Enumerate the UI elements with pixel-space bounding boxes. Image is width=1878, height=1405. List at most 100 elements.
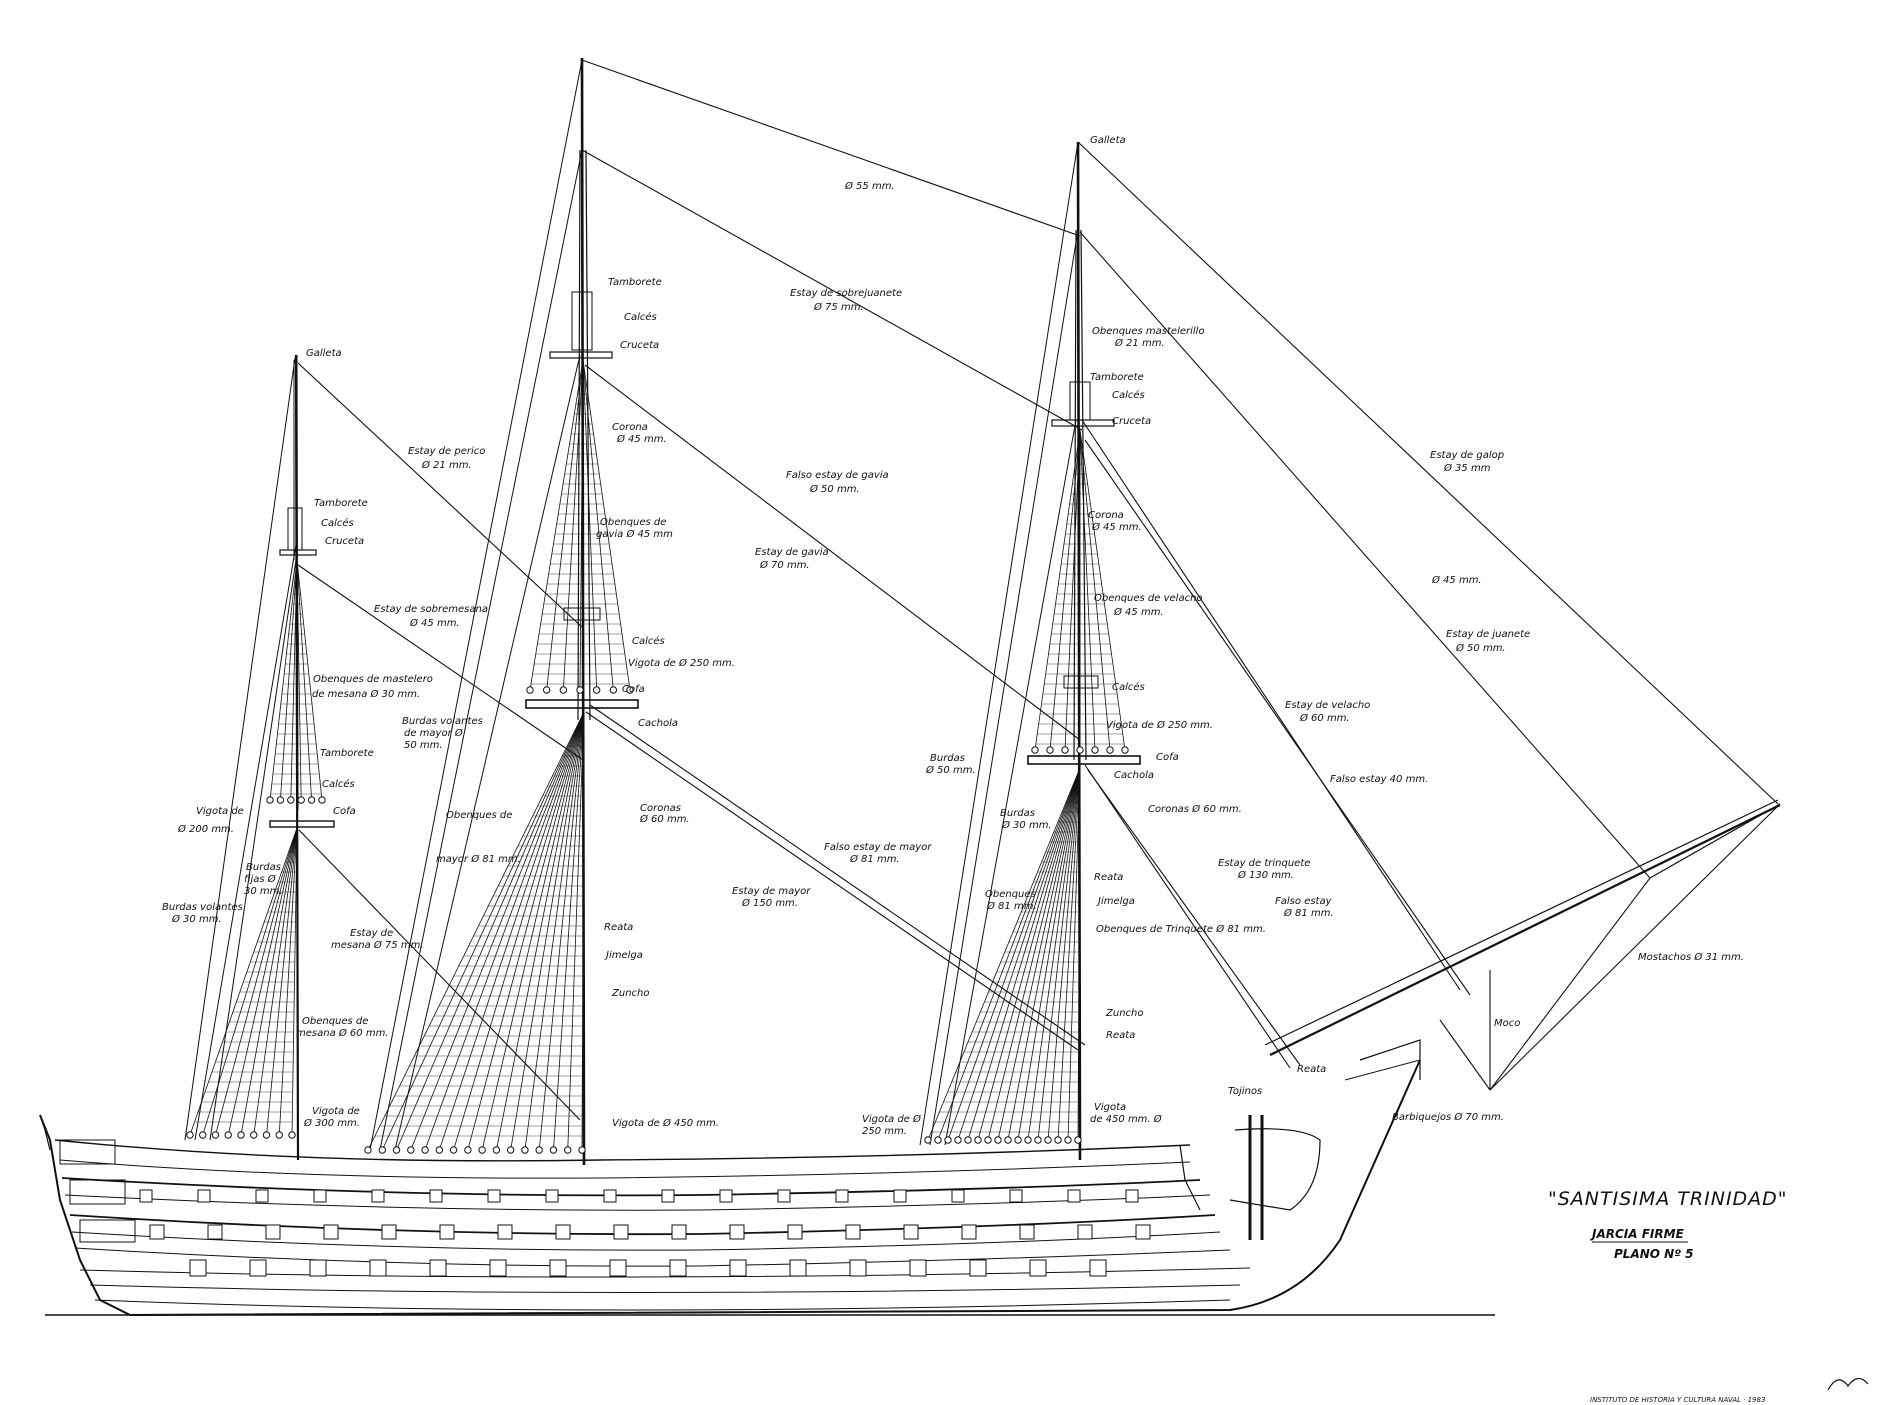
gun-port — [323, 1224, 339, 1240]
label-vigota-mesana-2: Ø 200 mm. — [177, 823, 234, 835]
label-estay-juanete-2: Ø 50 mm. — [1455, 642, 1506, 654]
gun-port — [149, 1224, 165, 1240]
deadeye — [211, 1131, 220, 1139]
gun-port — [255, 1189, 269, 1203]
plan-subtitle: JARCIA FIRME — [1590, 1227, 1685, 1241]
label-coronas-mayor-1: Coronas — [640, 803, 681, 814]
label-jimelga-mayor: Jimelga — [604, 950, 643, 961]
deadeye — [307, 796, 316, 804]
deadeye — [934, 1136, 942, 1144]
plan-number: PLANO Nº 5 — [1614, 1247, 1694, 1261]
deadeyes — [186, 686, 1129, 1154]
gun-port — [197, 1189, 211, 1203]
deadeye — [592, 686, 601, 694]
shroud-line — [947, 767, 1081, 1141]
shroud-line — [467, 711, 585, 1151]
shroud-line — [1027, 767, 1081, 1141]
shroud-line — [453, 711, 585, 1151]
gun-port — [893, 1189, 907, 1203]
label-corona-trinquete-1: Corona — [1088, 510, 1124, 521]
deadeye — [1034, 1136, 1042, 1144]
gun-port — [729, 1224, 745, 1240]
label-falso-estay-gavia-2: Ø 50 mm. — [809, 483, 860, 495]
label-vigota-trinquete-250: Vigota de Ø 250 mm. — [1106, 719, 1213, 731]
label-estay-juanete-1: Estay de juanete — [1446, 629, 1530, 640]
shroud-line — [1007, 767, 1081, 1141]
shroud-line — [1079, 429, 1111, 751]
gun-port — [1089, 1259, 1107, 1277]
gun-port — [371, 1189, 385, 1203]
label-barbiquejos: Barbiquejos Ø 70 mm. — [1392, 1111, 1504, 1123]
deadeye — [1061, 746, 1069, 754]
shroud-line — [410, 711, 585, 1151]
deadeye — [364, 1146, 372, 1154]
shroud-line — [553, 711, 585, 1151]
shroud-line — [496, 711, 585, 1151]
deadeye — [1054, 1136, 1062, 1144]
label-moco: Moco — [1494, 1018, 1520, 1029]
deadeye — [1106, 746, 1114, 754]
deadeye — [944, 1136, 952, 1144]
shroud-line — [538, 711, 585, 1151]
gun-port — [309, 1259, 327, 1277]
gun-port — [1067, 1189, 1081, 1203]
shroud-line — [579, 359, 584, 691]
shroud-line — [529, 359, 584, 691]
label-zuncho-mayor: Zuncho — [611, 988, 649, 999]
label-burdas-fijas-1: Burdas — [246, 862, 281, 873]
deadeye — [549, 1146, 558, 1154]
label-estay-galop-2: Ø 35 mm — [1443, 462, 1491, 474]
label-corona-trinquete-2: Ø 45 mm. — [1091, 521, 1142, 533]
label-tojinos: Tojinos — [1228, 1086, 1262, 1097]
shroud-line — [290, 559, 298, 801]
deadeye — [224, 1131, 232, 1139]
shroud-line — [997, 767, 1081, 1141]
backstays — [184, 59, 1079, 1151]
label-corona-mayor-1: Corona — [612, 422, 648, 433]
shroud-line — [957, 767, 1081, 1141]
gun-port — [545, 1189, 559, 1203]
shroud-line — [296, 559, 323, 801]
deadeye — [1091, 746, 1099, 754]
deadeye — [506, 1146, 515, 1154]
label-falso-estay-81-1: Falso estay — [1275, 896, 1333, 907]
shroud-line — [296, 559, 302, 801]
label-vigota-mesana-300-2: Ø 300 mm. — [303, 1117, 360, 1129]
label-reata-trinquete-low: Reata — [1106, 1030, 1135, 1041]
deadeye — [392, 1146, 401, 1154]
shrouds — [189, 359, 1126, 1151]
label-falso-estay-81-2: Ø 81 mm. — [1283, 907, 1334, 919]
label-reata-mayor: Reata — [604, 922, 633, 933]
shroud-line — [189, 827, 298, 1136]
gun-port — [1077, 1224, 1093, 1240]
label-galleta-trinquete: Galleta — [1090, 135, 1126, 146]
gun-port — [189, 1259, 207, 1277]
gun-port — [497, 1224, 513, 1240]
deadeye — [421, 1146, 429, 1154]
label-estay-velacho-1: Estay de velacho — [1285, 700, 1370, 711]
deadeye — [994, 1136, 1002, 1144]
shroud-line — [1037, 767, 1081, 1141]
deadeye — [1044, 1136, 1052, 1144]
shroud-line — [424, 711, 585, 1151]
label-tamborete-mesana-low: Tamborete — [320, 748, 374, 759]
deadeye — [964, 1136, 972, 1144]
deadeye — [237, 1131, 245, 1139]
gun-port — [969, 1259, 987, 1277]
gun-port — [429, 1259, 447, 1277]
label-obenques-mastelerillo-2: Ø 21 mm. — [1114, 337, 1165, 349]
gun-port — [613, 1224, 629, 1240]
deadeye — [262, 1131, 271, 1139]
label-calces-trinquete: Calcés — [1112, 681, 1145, 693]
label-obenques-gavia-2: gavia Ø 45 mm — [596, 528, 673, 540]
shroud-line — [381, 711, 585, 1151]
label-burdas-50-1: Burdas — [930, 753, 965, 764]
deadeye — [199, 1131, 207, 1139]
deadeye — [1014, 1136, 1022, 1144]
shroud-line — [291, 827, 298, 1136]
deadeye — [578, 1146, 586, 1154]
deadeye — [1076, 746, 1084, 754]
label-vigota-250-low-2: 250 mm. — [862, 1126, 907, 1137]
deadeye — [407, 1146, 415, 1154]
